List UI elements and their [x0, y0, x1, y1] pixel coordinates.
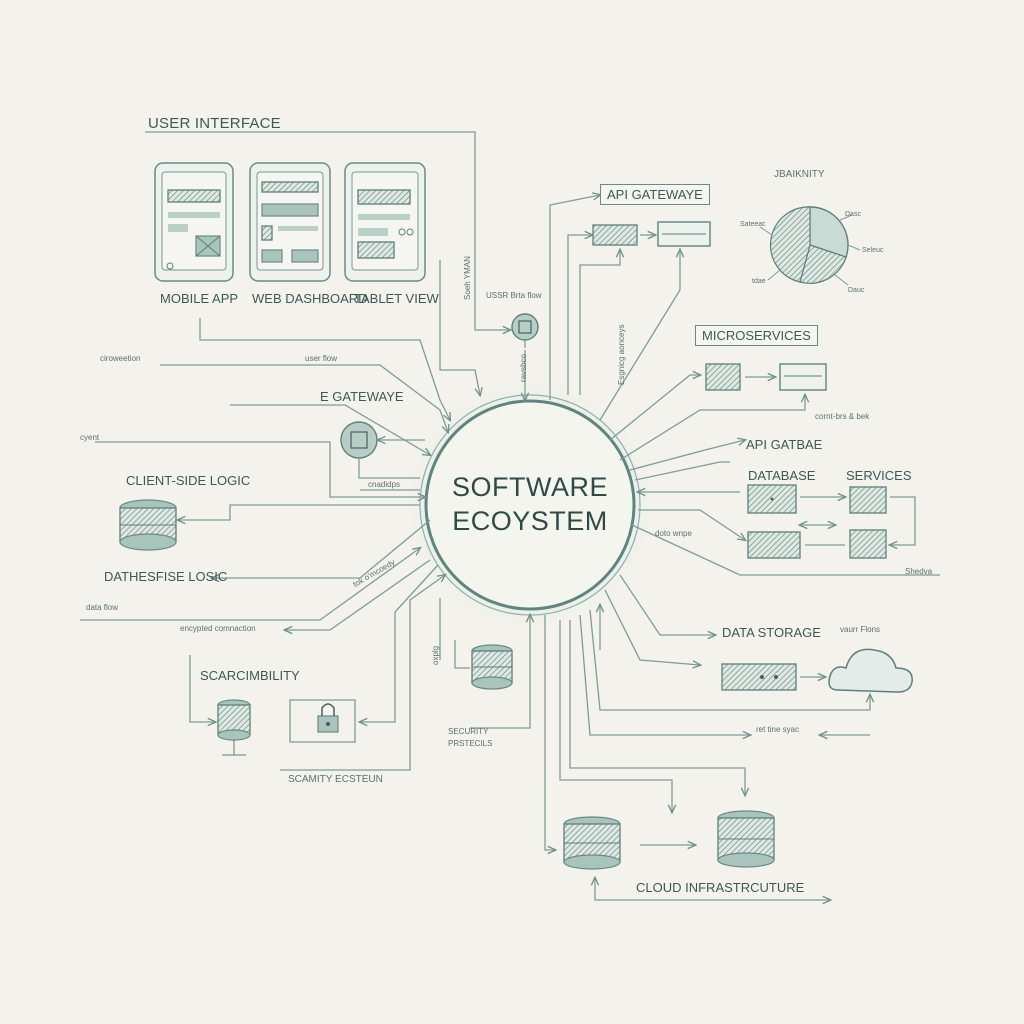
pie-label-2: Sateeac: [740, 221, 766, 228]
event-label: cyent: [80, 433, 100, 442]
small-loop-label: cnadidps: [368, 480, 401, 489]
user-flow-label: user flow: [305, 354, 338, 363]
pie-title: JBAIKNITY: [774, 169, 825, 180]
cloud-icon[interactable]: [828, 648, 913, 693]
scalability-db-icon[interactable]: [217, 699, 251, 756]
api-gateway-label: API GATEWAYE: [600, 184, 710, 205]
mobile-app-label: MOBILE APP: [160, 291, 239, 306]
pie-slice-2: [799, 244, 847, 284]
microservice-node-b[interactable]: [779, 363, 827, 391]
vertical-api-note: Esgnicg aonceys: [617, 324, 626, 385]
realtime-sync-label: ret tine syac: [756, 725, 800, 734]
data-storage-label: DATA STORAGE: [722, 625, 821, 640]
client-db-icon[interactable]: [119, 499, 177, 551]
vertical-oxply-note: oxplg: [431, 645, 440, 665]
security-protocols-line2: PRSTECILS: [448, 739, 493, 748]
hub-circle[interactable]: [424, 399, 636, 611]
cloud-db-icon-left[interactable]: [563, 816, 621, 870]
data-storage-node[interactable]: [721, 663, 797, 691]
cloud-infrastructure-label: CLOUD INFRASTRCUTURE: [636, 880, 805, 895]
encrypted-connection-label: encypted comnaction: [180, 624, 256, 633]
security-protocols-line1: SECURITY: [448, 727, 489, 736]
api-gateway-node-b[interactable]: [657, 221, 711, 247]
hub-title: SOFTWARE ECOYSTEM: [430, 470, 630, 538]
pie-slice-3: [769, 206, 811, 283]
database-node-b[interactable]: [747, 531, 801, 559]
vaur-flow-label: vaurr Flons: [840, 625, 881, 634]
vertical-ravs-note: ravsbco: [519, 353, 528, 382]
pie-label-1: Dasc: [845, 211, 861, 218]
web-dashboard-label: WEB DASHBOARD: [252, 291, 368, 306]
client-side-logic-label: CLIENT-SIDE LOGIC: [126, 473, 251, 488]
pie-chart: [759, 206, 861, 286]
web-dashboard-device[interactable]: [249, 162, 331, 282]
api-gateway-node-a[interactable]: [592, 224, 638, 246]
tablet-view-label: TABLET VIEW: [354, 291, 439, 306]
cloud-db-icon-right[interactable]: [717, 810, 775, 868]
scarcimbility-label: SCARCIMBILITY: [200, 668, 300, 683]
data-flow-label: data flow: [86, 603, 119, 612]
vertical-user-note: Soeh YMAN: [463, 256, 472, 300]
database-label: DATABASE: [748, 468, 816, 483]
services-label: SERVICES: [846, 468, 912, 483]
data-sync-label: doto wnpe: [655, 529, 692, 538]
connection-label: ciroweetion: [100, 354, 141, 363]
services-node-b[interactable]: [849, 529, 887, 559]
dathesfise-logic-label: DATHESFISE LOSIC: [104, 569, 228, 584]
security-db-icon[interactable]: [471, 644, 513, 690]
shedva-label: Shedva: [905, 567, 933, 576]
com-bts-label: cornt-brs & bek: [815, 412, 870, 421]
gear-icon[interactable]: [511, 313, 539, 341]
mobile-app-device[interactable]: [154, 162, 234, 282]
lock-icon[interactable]: [317, 703, 339, 733]
microservices-label: MICROSERVICES: [695, 325, 818, 346]
pie-label-3: Seleuc: [862, 247, 884, 254]
tablet-view-device[interactable]: [344, 162, 426, 282]
database-node-a[interactable]: [747, 484, 797, 514]
services-node-a[interactable]: [849, 486, 887, 514]
gateway-node-left[interactable]: [340, 421, 378, 459]
user-interface-label: USER INTERFACE: [148, 115, 281, 132]
microservice-node-a[interactable]: [705, 363, 741, 391]
gateway-left-label: E GATEWAYE: [320, 389, 404, 404]
pie-slice-1: [809, 206, 849, 258]
hub-title-line1: SOFTWARE: [452, 472, 608, 502]
ui-flow-line: [145, 131, 510, 330]
hub-title-line2: ECOYSTEM: [452, 506, 608, 536]
api-gatbae-label: API GATBAE: [746, 437, 823, 452]
lock-frame: [289, 699, 356, 743]
security-ecosystem-label: SCAMITY ECSTEUN: [288, 774, 383, 785]
pie-label-4: tdae: [752, 278, 766, 285]
pie-label-5: Dauc: [848, 287, 865, 294]
user-beta-flow-label: USSR Brta flow: [486, 291, 542, 300]
